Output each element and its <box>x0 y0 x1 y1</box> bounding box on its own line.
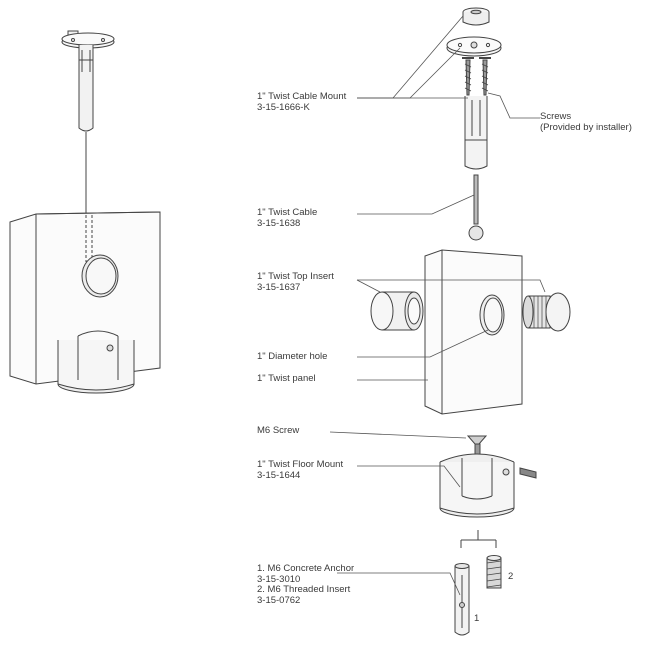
label-top-insert-name: 1" Twist Top Insert <box>257 271 334 282</box>
assembled-view <box>9 30 161 394</box>
screws-drawing <box>462 57 491 96</box>
anchor-bracket <box>460 530 497 548</box>
label-diameter-hole-name: 1" Diameter hole <box>257 351 328 362</box>
assembled-ceiling-mount <box>61 30 115 132</box>
label-cable-name: 1" Twist Cable <box>257 207 318 218</box>
floor-mount-drawing <box>439 453 537 518</box>
label-floor-mount-name: 1" Twist Floor Mount <box>257 459 344 470</box>
label-cable-mount: 1" Twist Cable Mount 3-15-1666-K <box>257 91 347 113</box>
label-threaded-insert-code: 3-15-0762 <box>257 594 301 606</box>
label-cable-mount-name: 1" Twist Cable Mount <box>257 91 347 102</box>
label-top-insert-code: 3-15-1637 <box>257 281 301 293</box>
label-m6-screw-name: M6 Screw <box>257 425 300 436</box>
label-threaded-insert-name: 2. M6 Threaded Insert <box>257 584 351 595</box>
label-cable-code: 3-15-1638 <box>257 217 301 229</box>
callout-2: 2 <box>508 571 514 582</box>
concrete-anchor-drawing <box>454 563 470 636</box>
label-diameter-hole: 1" Diameter hole <box>257 351 328 363</box>
leader-lines <box>329 15 546 596</box>
top-insert-left <box>370 291 424 331</box>
label-floor-mount: 1" Twist Floor Mount 3-15-1644 <box>257 459 344 481</box>
label-screws-name: Screws <box>540 111 572 122</box>
assembled-floor-mount <box>57 330 135 394</box>
label-floor-mount-code: 3-15-1644 <box>257 469 301 481</box>
cable-mount-plate <box>446 36 502 57</box>
label-panel-name: 1" Twist panel <box>257 373 316 384</box>
label-anchor-name: 1. M6 Concrete Anchor <box>257 563 355 574</box>
cable-mount-cap <box>462 7 490 26</box>
cable-drawing <box>468 174 484 241</box>
callout-1: 1 <box>474 613 480 624</box>
top-insert-right <box>522 292 571 332</box>
label-anchors: 1. M6 Concrete Anchor 3-15-3010 2. M6 Th… <box>257 563 355 606</box>
label-anchor-code: 3-15-3010 <box>257 573 301 585</box>
label-screws-note: (Provided by installer) <box>540 121 632 133</box>
label-cable-mount-code: 3-15-1666-K <box>257 101 310 113</box>
label-cable: 1" Twist Cable 3-15-1638 <box>257 207 318 229</box>
threaded-insert-drawing <box>486 555 502 589</box>
label-m6-screw: M6 Screw <box>257 425 300 437</box>
label-screws: Screws (Provided by installer) <box>540 111 632 133</box>
label-panel: 1" Twist panel <box>257 373 316 385</box>
label-top-insert: 1" Twist Top Insert 3-15-1637 <box>257 271 334 293</box>
cable-mount-tube <box>464 96 488 170</box>
panel-drawing <box>424 249 523 415</box>
